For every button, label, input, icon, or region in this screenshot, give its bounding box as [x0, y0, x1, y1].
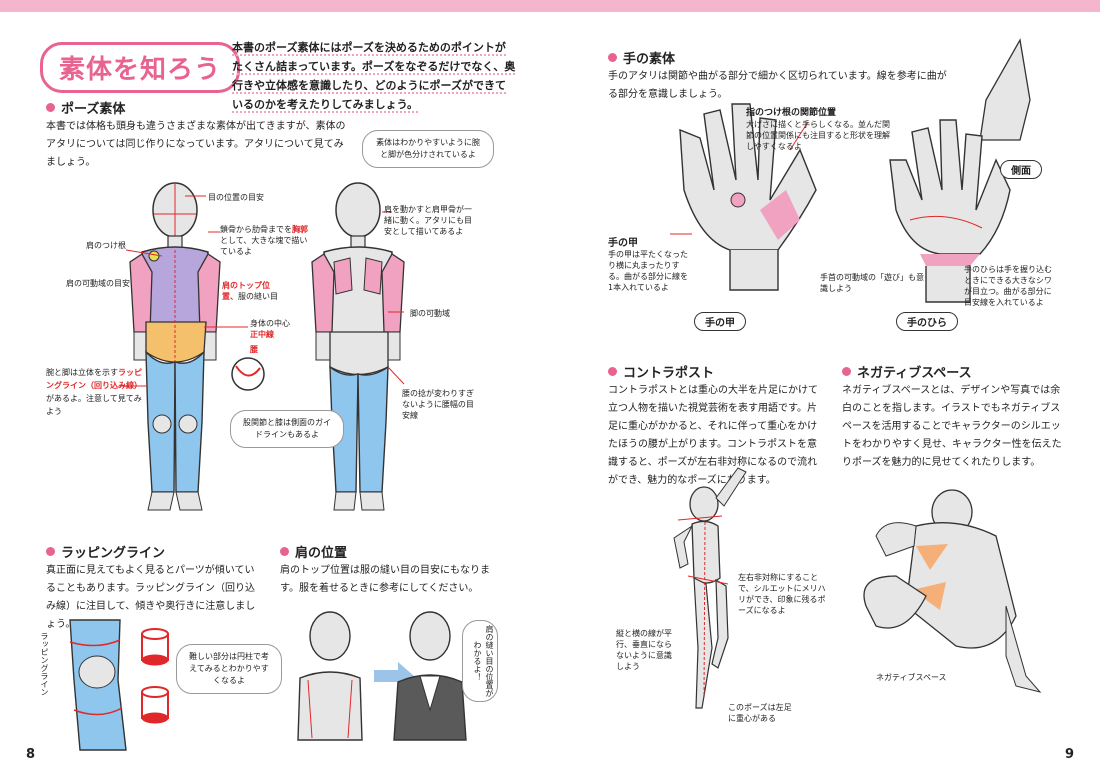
label-palm: 手のひら	[896, 312, 958, 331]
side-hand	[979, 38, 1031, 141]
pose-body: 本書では体格も頭身も違うさまざまな素体が出てきますが、素体のアタリについては同じ…	[46, 121, 346, 168]
pose-figures	[120, 182, 405, 511]
header-bar	[0, 0, 1100, 12]
ann-blade: 肩を動かすと肩甲骨が一緒に動く。アタリにも目安として描いてあるよ	[384, 205, 472, 236]
negative-space-body: ネガティブスペースとは、デザインや写真では余白のことを指します。イラストでもネガ…	[842, 385, 1062, 468]
bubble-cylinder: 難しい部分は円柱で考えてみるとわかりやすくなるよ	[176, 644, 282, 694]
hand-body: 手のアタリは関節や曲がる部分で細かく区切られています。線を参考に曲がる部分を意識…	[608, 71, 947, 100]
contrapposto-body: コントラポストとは重心の大半を片足にかけて立つ人物を描いた視覚芸術を表す用語です…	[608, 385, 818, 486]
palm-note: 手のひらは手を握り込むときにできる大きなシワが目立つ。曲がる部分に目安線を入れて…	[964, 265, 1052, 307]
section-heading-contrapposto: コントラポスト	[608, 362, 714, 381]
bullet-icon	[280, 547, 289, 556]
section-heading-negative-space: ネガティブスペース	[842, 362, 972, 381]
hand-back-note: 手の甲 手の甲は平たくなったり横に丸まったりする。曲がる部分に線を1本入れている…	[608, 238, 688, 292]
bullet-icon	[842, 367, 851, 376]
section-heading-wrapping: ラッピングライン	[46, 542, 165, 561]
page-number: 8	[26, 747, 36, 762]
bubble-color-note: 素体はわかりやすいように腕と脚が色分けされているよ	[362, 130, 494, 168]
back-hand	[679, 103, 817, 291]
ann-waist-twist: 腰の捻が変わりすぎないように腰幅の目安線	[402, 389, 474, 420]
intro-text: 本書のポーズ素体にはポーズを決めるためのポイントがたくさん詰まっています。ポーズ…	[232, 41, 516, 113]
wrapping-illustration	[69, 619, 169, 751]
label-back: 手の甲	[694, 312, 746, 331]
finger-base-note: 指のつけ根の関節位置 大げさに描くと手らしくなる。並んだ関節の位置関係にも注目す…	[746, 108, 890, 151]
negative-space-label: ネガティブスペース	[876, 673, 947, 682]
shoulder-body: 肩のトップ位置は服の縫い目の目安にもなります。服を着せるときに参考にしてください…	[280, 565, 490, 594]
hand-illustrations	[670, 38, 1031, 303]
bullet-icon	[608, 53, 617, 62]
bubble-seam: 肩の縫い目の位置がわかるよ！	[462, 620, 498, 702]
label-side: 側面	[1000, 160, 1042, 179]
section-heading-pose: ポーズ素体	[46, 98, 125, 117]
section-heading-shoulder: 肩の位置	[280, 542, 347, 561]
note-asymmetry: 左右非対称にすることで、シルエットにメリハリができ、印象に残るポーズになるよ	[738, 573, 826, 615]
ann-shoulder-joint: 肩のつけ根	[86, 241, 126, 250]
wrapping-body: 真正面に見えてもよく見るとパーツが傾いていることもあります。ラッピングライン（回…	[46, 565, 256, 630]
shoulder-illustration	[297, 611, 467, 741]
note-parallel: 縦と横の線が平行、垂直にならないように意識しよう	[616, 629, 672, 671]
wrist-range-note: 手首の可動域の「遊び」も意識しよう	[820, 273, 924, 293]
bullet-icon	[608, 367, 617, 376]
ann-shoulder-range: 肩の可動域の目安	[66, 279, 130, 288]
ann-eye-guide: 目の位置の目安	[208, 193, 264, 202]
bubble-hip-note: 股関節と膝は側面のガイドラインもあるよ	[230, 410, 344, 448]
ann-leg-range: 脚の可動域	[410, 309, 450, 318]
negative-space-figure	[863, 489, 1042, 693]
section-heading-hand: 手の素体	[608, 48, 675, 67]
ann-center: 身体の中心 正中線 腰	[250, 319, 290, 354]
ann-wrapping: 腕と脚は立体を示すラッピングライン（回り込み線）があるよ。注意して見てみよう	[46, 368, 142, 416]
palm-hand	[889, 119, 1011, 303]
ann-shoulder-top: 肩のトップ位置、服の縫い目	[222, 281, 278, 301]
left-page: 素体を知ろう 本書のポーズ素体にはポーズを決めるためのポイントがたくさん詰まって…	[0, 12, 550, 774]
front-figure	[129, 182, 221, 511]
wrapping-side-label: ラッピングライン	[40, 632, 49, 696]
page-title: 素体を知ろう	[40, 42, 241, 93]
page-number: 9	[1064, 747, 1074, 762]
bullet-icon	[46, 103, 55, 112]
right-page: 手の素体 手のアタリは関節や曲がる部分で細かく区切られています。線を参考に曲がる…	[550, 12, 1100, 774]
contrapposto-figure	[673, 467, 747, 709]
note-weight: このポーズは左足に重心がある	[728, 703, 792, 723]
bullet-icon	[46, 547, 55, 556]
ann-clavicle: 鎖骨から肋骨までを胸郭として、大きな塊で描いているよ	[220, 225, 308, 256]
